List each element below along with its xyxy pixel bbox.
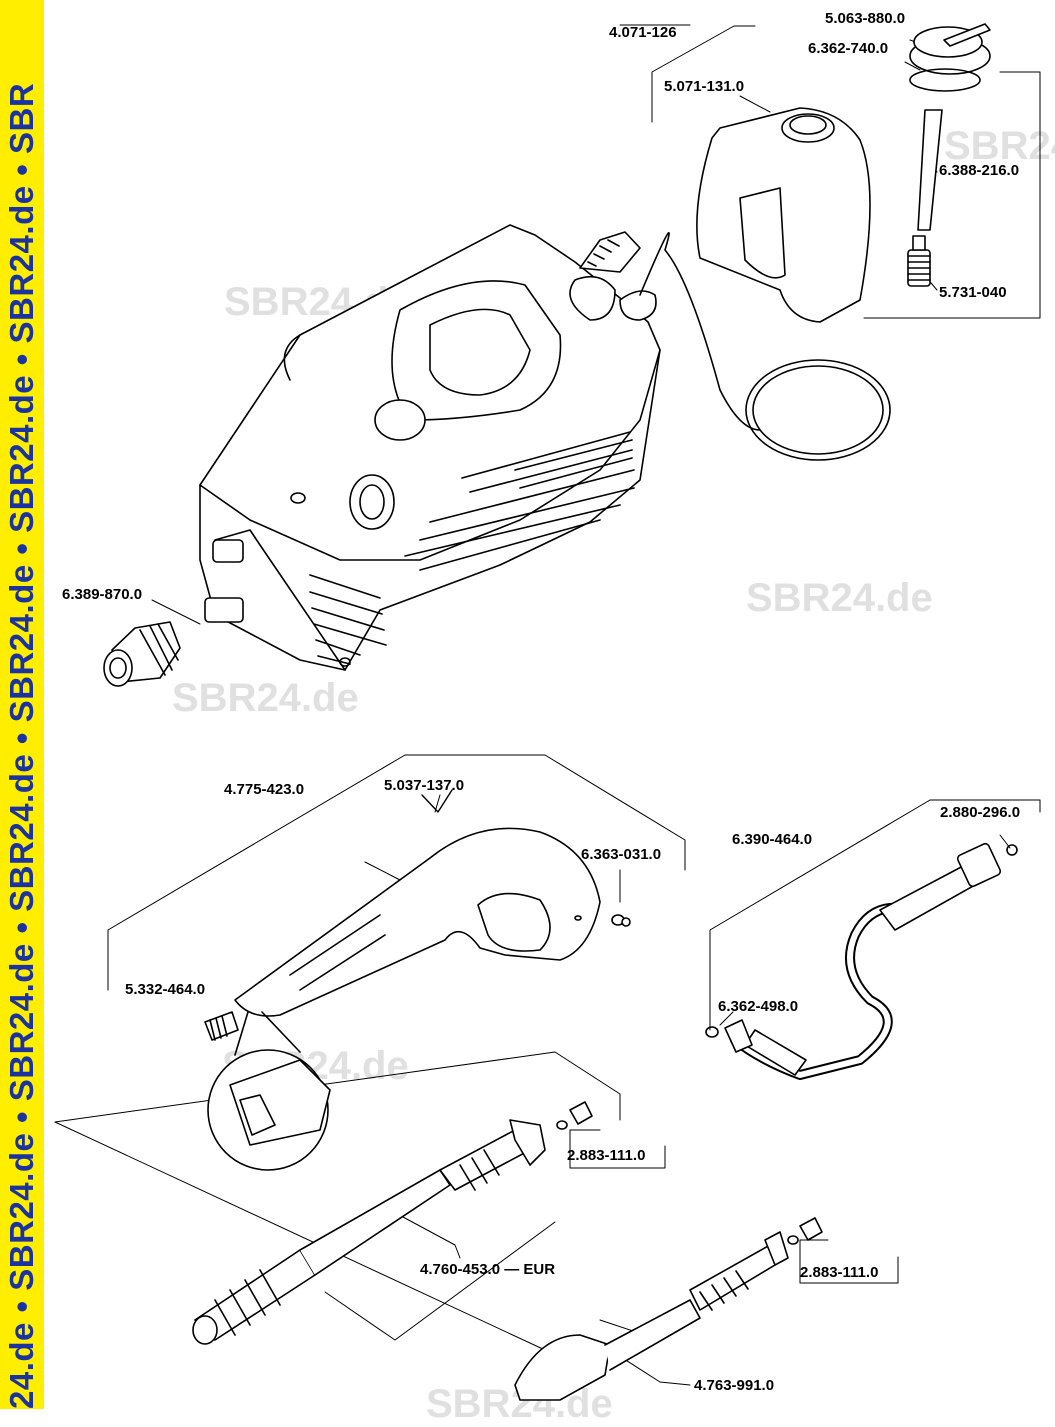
label-dash: — xyxy=(500,1261,524,1278)
leader-lines-top xyxy=(151,24,1041,625)
watermark: SBR24.de xyxy=(944,124,1055,168)
watermark: SBR24.de xyxy=(746,576,933,620)
label-spray-lance-suffix: EUR xyxy=(523,1261,556,1278)
label-spray-lance-number: 4.760-453.0 xyxy=(420,1261,501,1278)
label-suction-hose: 6.388-216.0 xyxy=(939,162,1020,179)
label-water-connector: 6.389-870.0 xyxy=(62,586,143,603)
label-dirt-blaster: 4.763-991.0 xyxy=(694,1377,775,1394)
spray-lance xyxy=(192,1101,593,1345)
label-o-ring-kit-1: 2.883-111.0 xyxy=(567,1147,646,1164)
trigger-gun xyxy=(204,789,631,1171)
label-o-ring-set: 6.363-031.0 xyxy=(581,846,662,863)
tank-cap-assembly xyxy=(907,23,991,287)
label-detergent-tank: 5.071-131.0 xyxy=(664,78,745,95)
label-cap-seal: 6.362-740.0 xyxy=(808,40,889,57)
detergent-tank xyxy=(696,107,871,323)
label-spray-lance: 4.760-453.0 — EUR xyxy=(420,1261,555,1278)
side-banner: 24.de • SBR24.de • SBR24.de • SBR24.de •… xyxy=(0,0,44,1409)
label-suction-filter: 5.731-040 xyxy=(939,284,1007,301)
label-tank-cap: 5.063-880.0 xyxy=(825,10,906,27)
label-hose-set: 4.071-126 xyxy=(609,24,677,41)
label-gun-spring: 5.332-464.0 xyxy=(125,981,206,998)
label-safety-clip: 5.037-137.0 xyxy=(384,777,465,794)
label-hp-hose: 6.390-464.0 xyxy=(732,831,813,848)
label-o-ring-kit-2: 2.883-111.0 xyxy=(800,1264,879,1281)
high-pressure-hose xyxy=(705,842,1018,1080)
label-hose-o-ring-bottom: 6.362-498.0 xyxy=(718,998,799,1015)
pressure-washer-body xyxy=(199,224,891,671)
label-trigger-gun: 4.775-423.0 xyxy=(224,781,305,798)
water-connector xyxy=(103,621,181,687)
watermark: SBR24.de xyxy=(172,676,359,720)
dirt-blaster xyxy=(514,1217,823,1401)
label-hose-o-ring-top: 2.880-296.0 xyxy=(940,804,1021,821)
